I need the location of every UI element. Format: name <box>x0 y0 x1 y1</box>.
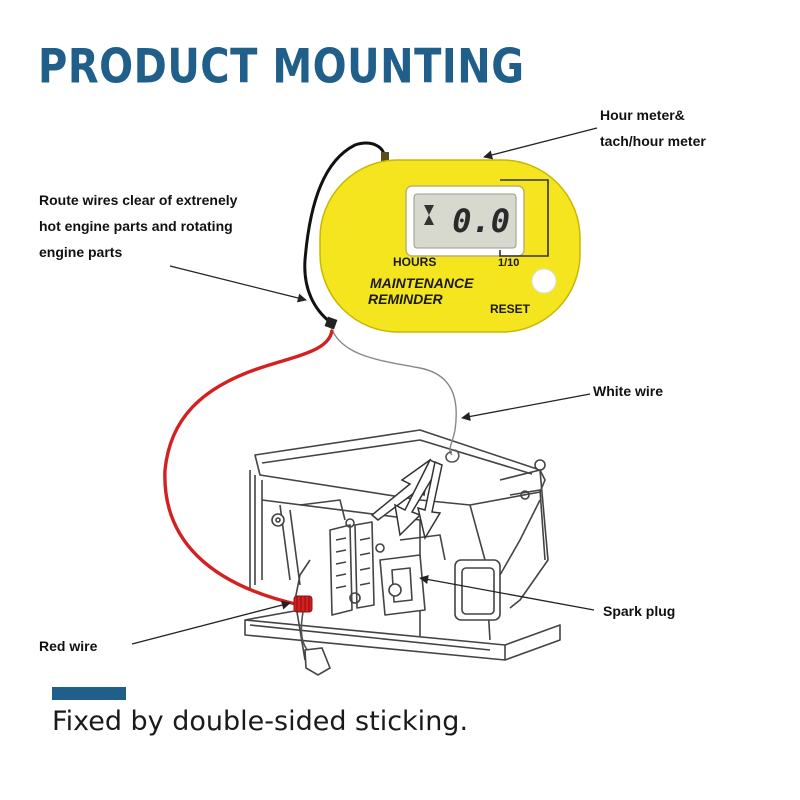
lcd-display-value: 0.0 <box>452 202 510 240</box>
black-wire <box>303 141 387 324</box>
route-wires-callout: Route wires clear of extrenely hot engin… <box>39 187 237 265</box>
white-wire <box>329 324 457 456</box>
reset-button[interactable] <box>531 268 557 294</box>
white-wire-ring-terminal <box>445 449 460 463</box>
maintenance-label: MAINTENANCE <box>370 275 474 291</box>
spark-plug-arrow <box>419 575 595 611</box>
white-wire-callout: White wire <box>593 378 663 404</box>
hourglass-icon <box>424 205 434 225</box>
red-wire-callout-text: Red wire <box>39 638 98 654</box>
wire-connector <box>324 316 338 330</box>
white-wire-arrow <box>461 393 591 421</box>
route-wires-callout-line-1: Route wires clear of extrenely <box>39 192 238 208</box>
hour-meter-callout-line-1: Hour meter& <box>600 107 685 123</box>
white-wire-callout-text: White wire <box>593 383 664 399</box>
reset-label: RESET <box>490 302 531 316</box>
spark-plug-callout: Spark plug <box>603 598 675 624</box>
spark-plug-boot <box>304 647 331 676</box>
hour-meter-callout: Hour meter& tach/hour meter <box>600 102 706 154</box>
footer-caption: Fixed by double-sided sticking. <box>52 706 469 737</box>
reminder-label: REMINDER <box>368 291 444 307</box>
red-wire-callout: Red wire <box>39 633 97 659</box>
black-wire-grommet <box>381 152 389 162</box>
red-wire <box>163 329 334 607</box>
mounting-arrows <box>370 458 443 540</box>
cylinder-fins <box>329 521 446 616</box>
page-title: PRODUCT MOUNTING <box>38 40 525 95</box>
hour-meter-callout-line-2: tach/hour meter <box>600 133 706 149</box>
footer-accent-bar <box>52 687 126 700</box>
hour-meter-arrow <box>483 127 598 160</box>
route-wires-arrow <box>169 265 307 303</box>
route-wires-callout-line-2: hot engine parts and rotating <box>39 218 233 234</box>
display-bracket <box>499 179 549 257</box>
spark-plug-callout-text: Spark plug <box>603 603 676 619</box>
engine-illustration <box>244 429 561 661</box>
red-wire-coil <box>293 595 313 613</box>
red-wire-arrow <box>131 600 291 645</box>
hours-label: HOURS <box>393 255 436 269</box>
tenths-label: 1/10 <box>498 257 519 269</box>
hour-meter-device: 0.0 HOURS 1/10 MAINTENANCE REMINDER RESE… <box>319 159 581 333</box>
route-wires-callout-line-3: engine parts <box>39 244 123 260</box>
